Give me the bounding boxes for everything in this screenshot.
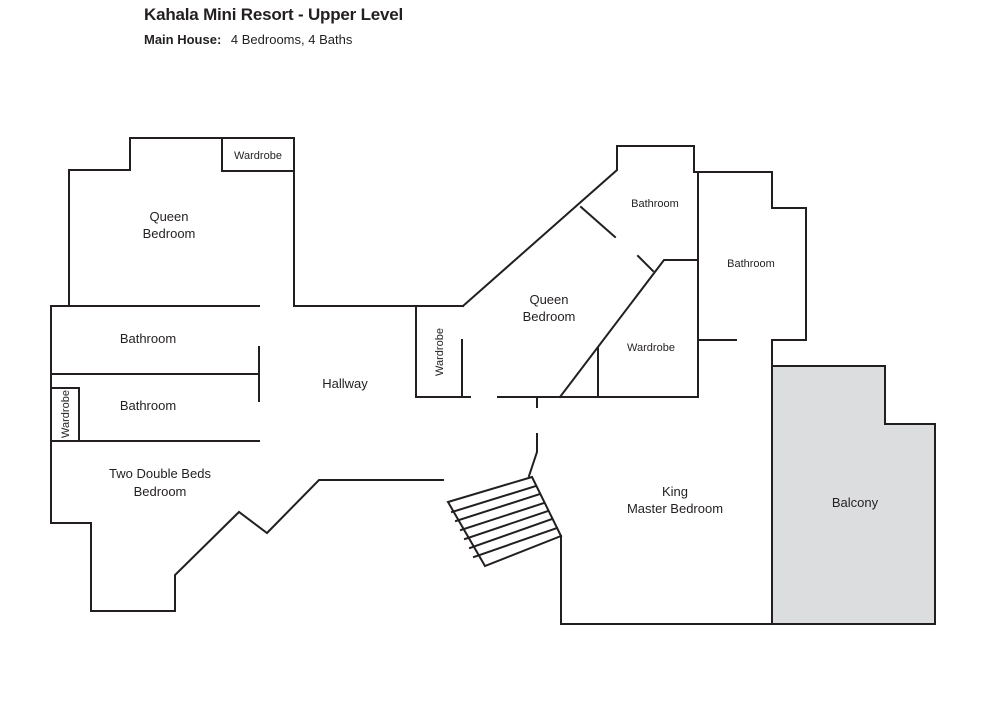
page-title: Kahala Mini Resort - Upper Level — [144, 5, 404, 24]
label-wardrobe-hall: Wardrobe — [434, 328, 446, 376]
label-hallway: Hallway — [322, 376, 368, 391]
stairs-outline — [446, 475, 563, 568]
label-king-2: Master Bedroom — [627, 501, 723, 516]
label-bathroom-4: Bathroom — [727, 258, 775, 270]
label-two-double-1: Two Double Beds — [109, 466, 211, 481]
wall-angled-corridor — [636, 254, 655, 273]
wall-left-wing-outer — [50, 305, 444, 612]
wall-bedroom-bottom — [497, 385, 699, 398]
wall-wardrobe-hall — [415, 305, 471, 398]
label-bathroom-2: Bathroom — [120, 398, 176, 413]
label-queen-bedroom-left-2: Bedroom — [143, 226, 196, 241]
label-two-double-2: Bedroom — [134, 484, 187, 499]
wall-king-bedroom — [560, 365, 773, 625]
wall-wardrobe-top — [221, 137, 295, 172]
label-balcony: Balcony — [832, 495, 879, 510]
label-queen-bedroom-left-1: Queen — [149, 209, 188, 224]
wall-bathroom-3-divider — [579, 205, 617, 239]
label-queen-bedroom-right-2: Bedroom — [523, 309, 576, 324]
label-wardrobe-right: Wardrobe — [627, 342, 675, 354]
label-king-1: King — [662, 484, 688, 499]
label-queen-bedroom-right-1: Queen — [529, 292, 568, 307]
label-wardrobe-top: Wardrobe — [234, 150, 282, 162]
label-wardrobe-left: Wardrobe — [60, 390, 72, 438]
label-bathroom-1: Bathroom — [120, 331, 176, 346]
wall-angled-wardrobe — [558, 259, 699, 399]
label-bathroom-3: Bathroom — [631, 198, 679, 210]
subtitle-label: Main House: — [144, 32, 222, 47]
page-subtitle: Main House: 4 Bedrooms, 4 Baths — [144, 32, 352, 47]
wall-king-entry — [527, 433, 538, 478]
wall-queen-bedroom-right — [461, 145, 807, 367]
subtitle-value: 4 Bedrooms, 4 Baths — [230, 32, 353, 47]
wall-wardrobe-left — [50, 387, 80, 442]
stair-treads — [450, 484, 559, 559]
